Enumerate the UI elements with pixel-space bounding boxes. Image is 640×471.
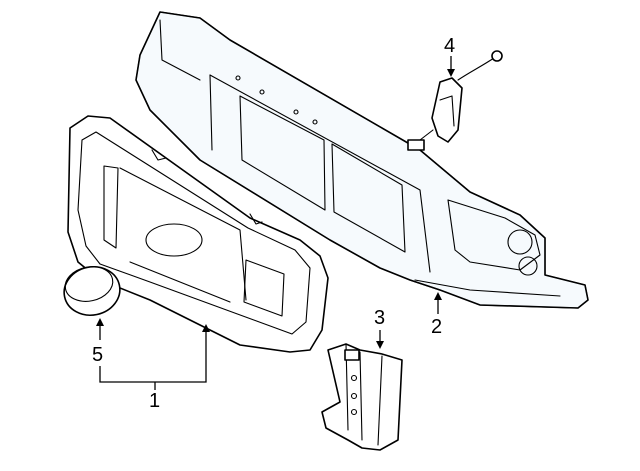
callout-part-4: 4 [444, 35, 455, 57]
leader-part-3 [376, 330, 384, 349]
grille [67, 115, 329, 353]
leader-part-2 [434, 292, 442, 314]
leader-part-5 [96, 318, 104, 340]
bracket [321, 343, 403, 451]
leader-part-4 [447, 56, 455, 77]
callout-part-3: 3 [374, 307, 385, 329]
leader-part-1 [99, 324, 210, 390]
callout-part-2: 2 [431, 316, 442, 338]
callout-part-5: 5 [92, 344, 103, 366]
radiator-support [135, 11, 589, 309]
callout-part-1: 1 [149, 390, 160, 412]
wire-harness [407, 50, 503, 151]
emblem [63, 266, 121, 316]
